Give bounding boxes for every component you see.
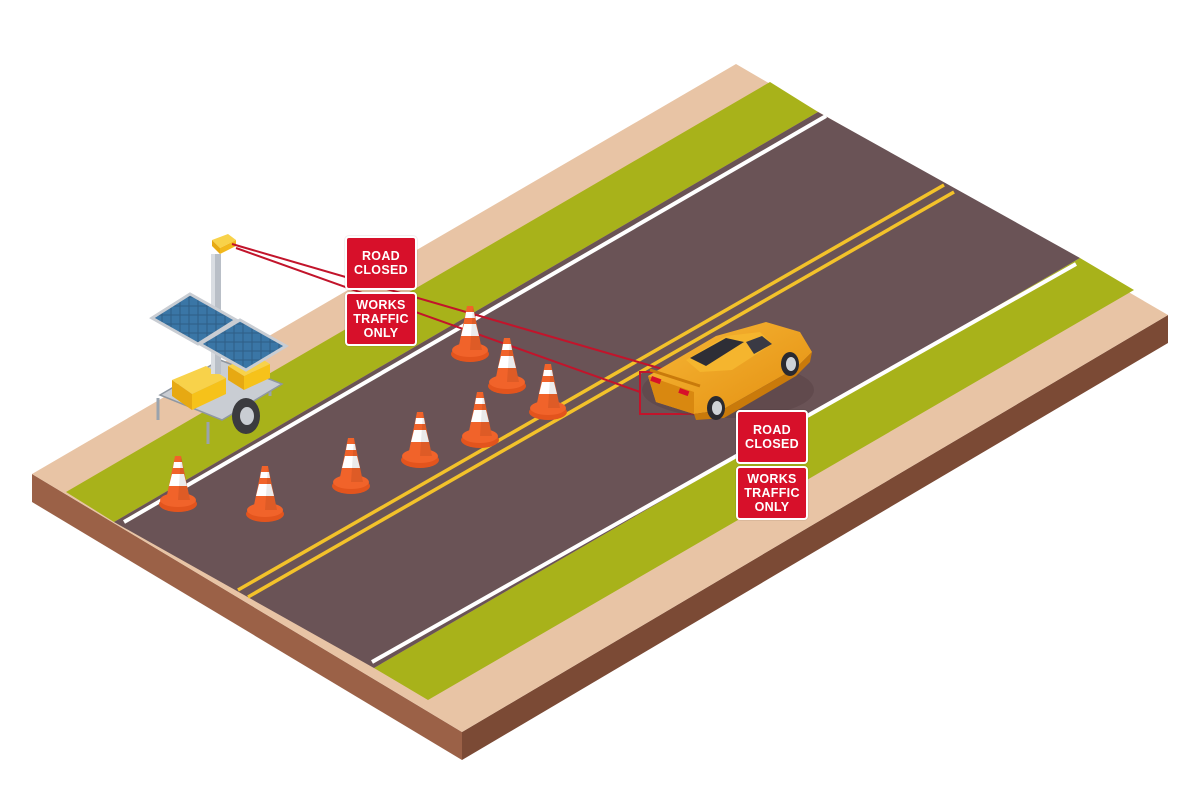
traffic-cone-icon xyxy=(488,338,526,394)
sign-text-line: ONLY xyxy=(363,326,399,340)
camera-icon xyxy=(212,234,236,254)
detection-line-lower xyxy=(235,247,641,393)
car-tail xyxy=(648,376,694,414)
battery-box-left-side xyxy=(192,378,226,410)
center-line-b xyxy=(247,190,955,599)
car-side xyxy=(694,352,812,420)
soil-right-side xyxy=(462,315,1168,760)
traffic-cone-icon xyxy=(159,456,197,512)
solar-panel-icon xyxy=(149,292,239,346)
solar-panel-icon xyxy=(197,318,289,372)
sign-text-line: TRAFFIC xyxy=(353,312,409,326)
sign-text-line: ROAD xyxy=(752,423,791,437)
battery-box-right-side xyxy=(244,364,270,390)
car-spoiler xyxy=(649,368,701,388)
sign-text-line: ONLY xyxy=(754,500,790,514)
sign-text-line: CLOSED xyxy=(745,437,799,451)
battery-box-left-front xyxy=(172,380,192,410)
traffic-cone-icon xyxy=(529,364,567,420)
road-asphalt xyxy=(114,112,1080,668)
battery-box-right-front xyxy=(228,366,244,390)
traffic-cone-icon xyxy=(461,392,499,448)
edge-line-near xyxy=(371,262,1077,664)
traffic-cone-icon xyxy=(332,438,370,494)
sign-text-line: WORKS xyxy=(747,472,797,486)
traffic-cone-icon xyxy=(246,466,284,522)
sign-road-closed-camera: ROAD CLOSED xyxy=(345,236,417,290)
sign-text-line: TRAFFIC xyxy=(744,486,800,500)
sign-works-traffic-camera: WORKS TRAFFIC ONLY xyxy=(345,292,417,346)
trailer-hub xyxy=(240,407,254,425)
car-rear-window xyxy=(690,338,744,366)
car-icon xyxy=(642,322,814,420)
solar-camera-trailer xyxy=(149,234,289,444)
car-tail-light xyxy=(650,375,662,385)
sign-text-line: ROAD xyxy=(361,249,400,263)
sign-text-line: WORKS xyxy=(356,298,406,312)
soil-left-side xyxy=(32,474,462,760)
sign-works-traffic-car: WORKS TRAFFIC ONLY xyxy=(736,466,808,520)
traffic-cone-icon xyxy=(451,306,489,362)
sign-text-line: CLOSED xyxy=(354,263,408,277)
traffic-cone-icon xyxy=(401,412,439,468)
car-tail-light xyxy=(678,388,690,397)
sign-road-closed-car: ROAD CLOSED xyxy=(736,410,808,464)
center-line-a xyxy=(237,183,945,592)
traffic-cones xyxy=(159,306,567,522)
car-side-window xyxy=(746,336,772,354)
